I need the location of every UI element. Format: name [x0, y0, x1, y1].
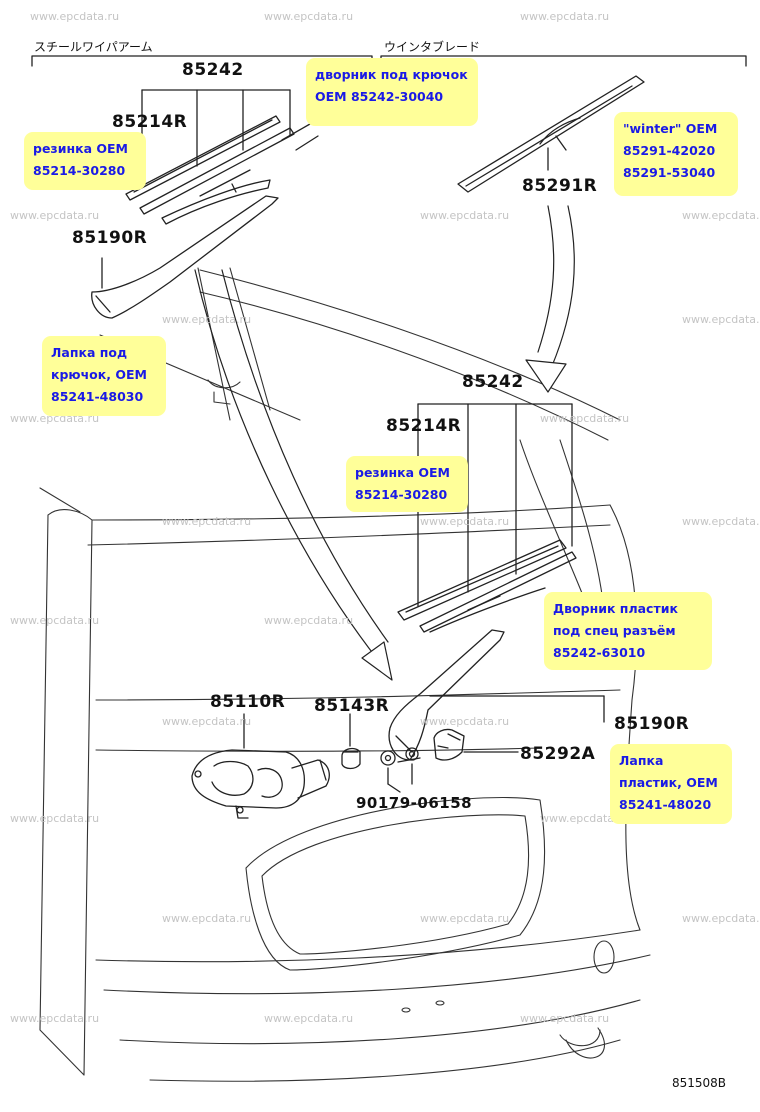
watermark: www.epcdata.ru	[420, 912, 510, 925]
part-label-arm-top: 85190R	[72, 228, 148, 248]
part-label-nut: 90179-06158	[356, 794, 473, 812]
watermark: www.epcdata.ru	[420, 515, 510, 528]
watermark: www.epcdata.ru	[682, 313, 760, 326]
watermark: www.epcdata.ru	[520, 1012, 610, 1025]
note-plastic-arm: Лапка пластик, OEM 85241-48020	[610, 744, 732, 824]
part-label-cap: 85292A	[520, 744, 596, 764]
assembly-arrows	[194, 205, 575, 681]
watermark: www.epcdata.ru	[10, 614, 100, 627]
watermark: www.epcdata.ru	[264, 10, 354, 23]
blade-center	[397, 403, 577, 633]
watermark: www.epcdata.ru	[30, 10, 120, 23]
part-label-rubber-top: 85214R	[112, 112, 188, 132]
watermark: www.epcdata.ru	[420, 715, 510, 728]
watermark: www.epcdata.ru	[264, 1012, 354, 1025]
part-label-motor: 85110R	[210, 692, 286, 712]
diagram-id: 851508B	[672, 1076, 727, 1090]
part-label-arm-bottom: 85190R	[614, 714, 690, 734]
note-hook-wiper: дворник под крючок OEM 85242-30040	[306, 58, 478, 126]
watermark: www.epcdata.ru	[10, 812, 100, 825]
note-arm-hook: Лапка под крючок, OEM 85241-48030	[42, 336, 166, 416]
watermark: www.epcdata.ru	[540, 412, 630, 425]
winter-blade	[457, 75, 645, 193]
note-plastic-wiper: Дворник пластик под спец разъём 85242-63…	[544, 592, 712, 670]
watermark: www.epcdata.ru	[682, 515, 760, 528]
part-label-blade-center: 85242	[462, 372, 524, 392]
note-rubber-center: резинка OEM 85214-30280	[346, 456, 468, 512]
note-winter: "winter" OEM 85291-42020 85291-53040	[614, 112, 738, 196]
section-label-arm: スチールワイパアーム	[34, 40, 153, 54]
watermark: www.epcdata.ru	[162, 515, 252, 528]
watermark: www.epcdata.ru	[162, 313, 252, 326]
part-label-gasket: 85143R	[314, 696, 390, 716]
watermark: www.epcdata.ru	[264, 614, 354, 627]
part-label-winter-blade: 85291R	[522, 176, 598, 196]
watermark: www.epcdata.ru	[682, 912, 760, 925]
watermark: www.epcdata.ru	[520, 10, 610, 23]
arm-center	[388, 629, 605, 761]
watermark: www.epcdata.ru	[540, 812, 630, 825]
gasket	[341, 713, 361, 770]
watermark: www.epcdata.ru	[162, 715, 252, 728]
part-label-blade-top: 85242	[182, 60, 244, 80]
watermark: www.epcdata.ru	[420, 209, 510, 222]
arm-top-left	[91, 195, 279, 319]
part-label-rubber-center: 85214R	[386, 416, 462, 436]
cap	[433, 728, 519, 761]
nut	[380, 747, 421, 793]
motor	[191, 713, 330, 819]
blade-top-left	[125, 89, 319, 225]
watermark: www.epcdata.ru	[162, 912, 252, 925]
section-label-blade: ウインタブレード	[384, 40, 481, 54]
car-body	[39, 267, 651, 1082]
watermark: www.epcdata.ru	[10, 1012, 100, 1025]
watermark: www.epcdata.ru	[10, 209, 100, 222]
note-rubber-left: резинка OEM 85214-30280	[24, 132, 146, 190]
watermark: www.epcdata.ru	[682, 209, 760, 222]
